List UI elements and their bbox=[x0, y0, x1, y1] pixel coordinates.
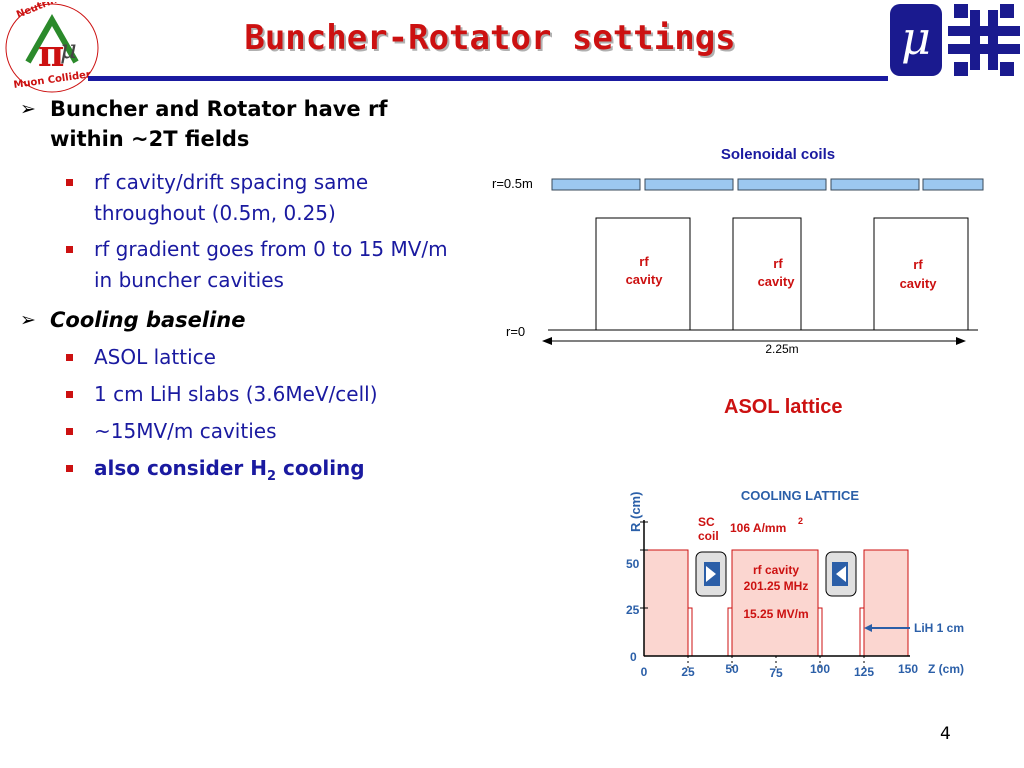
subbullet-line: 1 cm LiH slabs (3.6MeV/cell) bbox=[94, 382, 378, 406]
field-label: 106 A/mm bbox=[730, 521, 786, 535]
coil bbox=[551, 178, 641, 191]
slide-title: Buncher-Rotator settings bbox=[244, 18, 736, 58]
y-tick-label: 50 bbox=[626, 557, 640, 571]
mu-logo: μ bbox=[890, 4, 942, 76]
svg-text:π: π bbox=[38, 33, 64, 75]
x-tick-label: 150 bbox=[898, 662, 918, 676]
y-tick-label: 0 bbox=[630, 650, 637, 664]
fermilab-logo bbox=[948, 4, 1020, 76]
coil bbox=[830, 178, 920, 191]
h2-prefix: also consider H bbox=[94, 456, 267, 480]
lih-slab bbox=[817, 607, 823, 657]
x-tick-label: 100 bbox=[810, 662, 830, 676]
subbullet-spacing: rf cavity/drift spacing same throughout … bbox=[66, 167, 369, 229]
x-tick-label: 125 bbox=[854, 665, 874, 679]
cavity-region bbox=[731, 549, 819, 657]
bullet-cooling-baseline: ➢ Cooling baseline bbox=[20, 305, 246, 335]
sc-coils bbox=[695, 551, 857, 597]
rf-cavity-label: rf cavity bbox=[753, 563, 799, 577]
subbullet-line: also consider H2 cooling bbox=[94, 453, 365, 492]
arrow-left-icon bbox=[542, 337, 552, 345]
rf-cavity-box bbox=[732, 217, 802, 331]
coil bbox=[922, 178, 984, 191]
square-bullet-icon bbox=[66, 246, 73, 253]
asol-lattice-caption: ASOL lattice bbox=[724, 396, 843, 418]
solenoid-coils bbox=[551, 178, 984, 191]
subbullet-line: ASOL lattice bbox=[94, 345, 216, 369]
sc-coil-label: SC bbox=[698, 515, 715, 529]
bullet-line: within ~2T fields bbox=[50, 127, 250, 151]
y-tick-label: 25 bbox=[626, 603, 640, 617]
cavity-label-cavity: cavity bbox=[758, 274, 796, 289]
cavity-label-rf: rf bbox=[639, 254, 649, 269]
rf-cavity-box bbox=[873, 217, 969, 331]
h2-subscript: 2 bbox=[267, 469, 277, 484]
h2-suffix: cooling bbox=[276, 456, 365, 480]
x-tick-label: 25 bbox=[681, 665, 695, 679]
field-label-sup: 2 bbox=[798, 516, 803, 526]
x-axis-label: Z (cm) bbox=[928, 662, 964, 676]
subbullet-gradient: rf gradient goes from 0 to 15 MV/m in bu… bbox=[66, 234, 448, 296]
x-tick-label: 50 bbox=[725, 662, 739, 676]
subbullet-line: in buncher cavities bbox=[94, 268, 284, 292]
rf-gradient-label: 15.25 MV/m bbox=[743, 607, 808, 621]
lih-label: LiH 1 cm bbox=[914, 621, 964, 635]
mu-glyph: μ bbox=[901, 11, 931, 65]
r-top-label: r=0.5m bbox=[492, 176, 533, 191]
lih-slab bbox=[727, 607, 733, 657]
subbullet-lih: 1 cm LiH slabs (3.6MeV/cell) bbox=[66, 379, 378, 410]
cavity-region bbox=[863, 549, 909, 657]
asol-lattice-diagram: Solenoidal coils r=0.5m rf cavity rf cav… bbox=[492, 146, 984, 356]
span-label: 2.25m bbox=[765, 342, 798, 356]
cavity-label-cavity: cavity bbox=[626, 272, 664, 287]
lih-slab bbox=[859, 607, 865, 657]
arrow-right-icon bbox=[706, 566, 716, 582]
arrow-bullet-icon: ➢ bbox=[20, 309, 36, 331]
page-number: 4 bbox=[940, 724, 951, 744]
cavity-label-rf: rf bbox=[913, 257, 923, 272]
subbullet-line: rf cavity/drift spacing same bbox=[94, 170, 369, 194]
arrow-left-icon bbox=[836, 566, 846, 582]
arrow-bullet-icon: ➢ bbox=[20, 98, 36, 120]
subbullet-line: throughout (0.5m, 0.25) bbox=[94, 201, 336, 225]
cavity-label-rf: rf bbox=[773, 256, 783, 271]
x-tick-label: 75 bbox=[769, 666, 783, 680]
arrow-right-icon bbox=[956, 337, 966, 345]
sc-coil-label: coil bbox=[698, 529, 719, 543]
r-bottom-label: r=0 bbox=[506, 324, 525, 339]
subbullet-asol: ASOL lattice bbox=[66, 342, 216, 373]
cooling-lattice-diagram: COOLING LATTICE R (cm) 0 25 bbox=[626, 488, 964, 680]
cooling-lattice-title: COOLING LATTICE bbox=[741, 488, 860, 503]
y-axis-label: R (cm) bbox=[628, 492, 643, 532]
lih-slab bbox=[687, 607, 693, 657]
square-bullet-icon bbox=[66, 465, 73, 472]
coil bbox=[644, 178, 734, 191]
subbullet-line: ~15MV/m cavities bbox=[94, 419, 277, 443]
bullet-line: Cooling baseline bbox=[50, 308, 246, 332]
bullet-buncher-rotator: ➢ Buncher and Rotator have rf within ~2T… bbox=[20, 94, 388, 154]
square-bullet-icon bbox=[66, 179, 73, 186]
subbullet-cavities: ~15MV/m cavities bbox=[66, 416, 277, 447]
square-bullet-icon bbox=[66, 354, 73, 361]
coil bbox=[737, 178, 827, 191]
title-rule bbox=[88, 76, 888, 81]
neutrino-factory-muon-collider-logo: π μ Neutrino Factory Muon Collider bbox=[5, 2, 100, 93]
cavity-label-cavity: cavity bbox=[900, 276, 938, 291]
square-bullet-icon bbox=[66, 391, 73, 398]
arrow-left-icon bbox=[864, 624, 872, 632]
svg-text:μ: μ bbox=[60, 35, 77, 65]
x-tick-label: 0 bbox=[641, 665, 648, 679]
cavity-region bbox=[643, 549, 689, 657]
cavity-regions bbox=[643, 549, 909, 657]
subbullet-line: rf gradient goes from 0 to 15 MV/m bbox=[94, 237, 448, 261]
square-bullet-icon bbox=[66, 428, 73, 435]
subbullet-h2: also consider H2 cooling bbox=[66, 453, 365, 492]
rf-frequency-label: 201.25 MHz bbox=[744, 579, 809, 593]
solenoidal-coils-label: Solenoidal coils bbox=[721, 146, 835, 163]
bullet-line: Buncher and Rotator have rf bbox=[50, 97, 388, 121]
